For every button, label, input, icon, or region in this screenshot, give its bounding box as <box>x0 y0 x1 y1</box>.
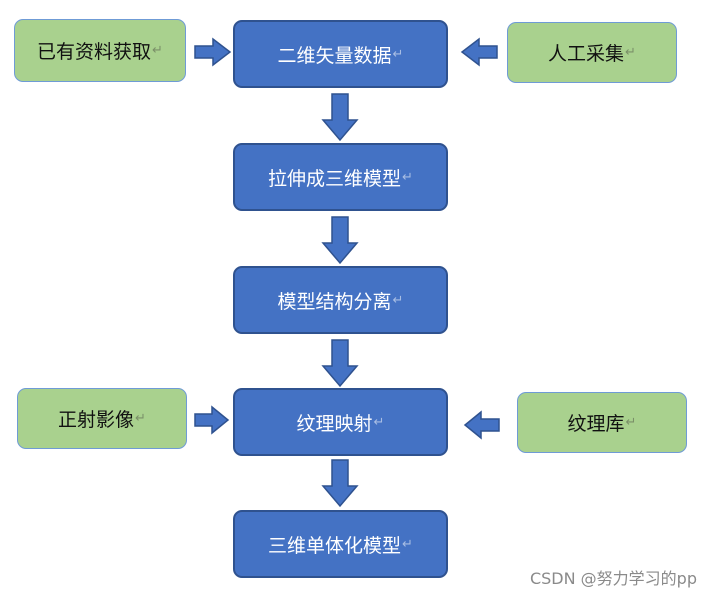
main-box-3d-individual-model: 三维单体化模型↵ <box>233 510 448 578</box>
side-box-label: 人工采集 <box>548 43 625 65</box>
paragraph-mark: ↵ <box>392 292 404 308</box>
side-box-manual-collection: 人工采集↵ <box>507 22 677 83</box>
main-box-structure-separation: 模型结构分离↵ <box>233 266 448 334</box>
arrow-right-2 <box>194 405 230 435</box>
arrow-left-1 <box>460 37 498 67</box>
side-box-label: 已有资料获取 <box>37 41 152 63</box>
side-box-texture-library: 纹理库↵ <box>517 392 687 453</box>
paragraph-mark: ↵ <box>402 536 413 552</box>
main-box-label: 拉伸成三维模型 <box>268 167 402 190</box>
side-box-existing-data: 已有资料获取↵ <box>14 19 186 82</box>
arrow-right-1 <box>194 37 232 67</box>
arrow-left-2 <box>463 410 500 440</box>
arrow-down-1 <box>321 93 359 142</box>
main-box-texture-mapping: 纹理映射↵ <box>233 388 448 456</box>
main-box-label: 三维单体化模型 <box>268 534 402 557</box>
arrow-down-2 <box>321 216 359 265</box>
paragraph-mark: ↵ <box>152 43 163 58</box>
paragraph-mark: ↵ <box>625 415 637 430</box>
paragraph-mark: ↵ <box>135 411 146 426</box>
paragraph-mark: ↵ <box>373 414 385 430</box>
main-box-label: 纹理映射 <box>296 412 373 435</box>
side-box-label: 正射影像 <box>58 409 135 431</box>
paragraph-mark: ↵ <box>625 45 636 60</box>
side-box-ortho-image: 正射影像↵ <box>17 388 187 449</box>
paragraph-mark: ↵ <box>392 46 404 62</box>
main-box-extrude-3d-model: 拉伸成三维模型↵ <box>233 143 448 211</box>
side-box-label: 纹理库 <box>567 413 625 435</box>
main-box-label: 二维矢量数据 <box>277 44 392 67</box>
arrow-down-3 <box>321 339 359 388</box>
main-box-2d-vector-data: 二维矢量数据↵ <box>233 20 448 88</box>
paragraph-mark: ↵ <box>402 169 413 185</box>
watermark-text: CSDN @努力学习的pp <box>529 569 697 588</box>
arrow-down-4 <box>321 459 359 508</box>
main-box-label: 模型结构分离 <box>277 290 392 313</box>
